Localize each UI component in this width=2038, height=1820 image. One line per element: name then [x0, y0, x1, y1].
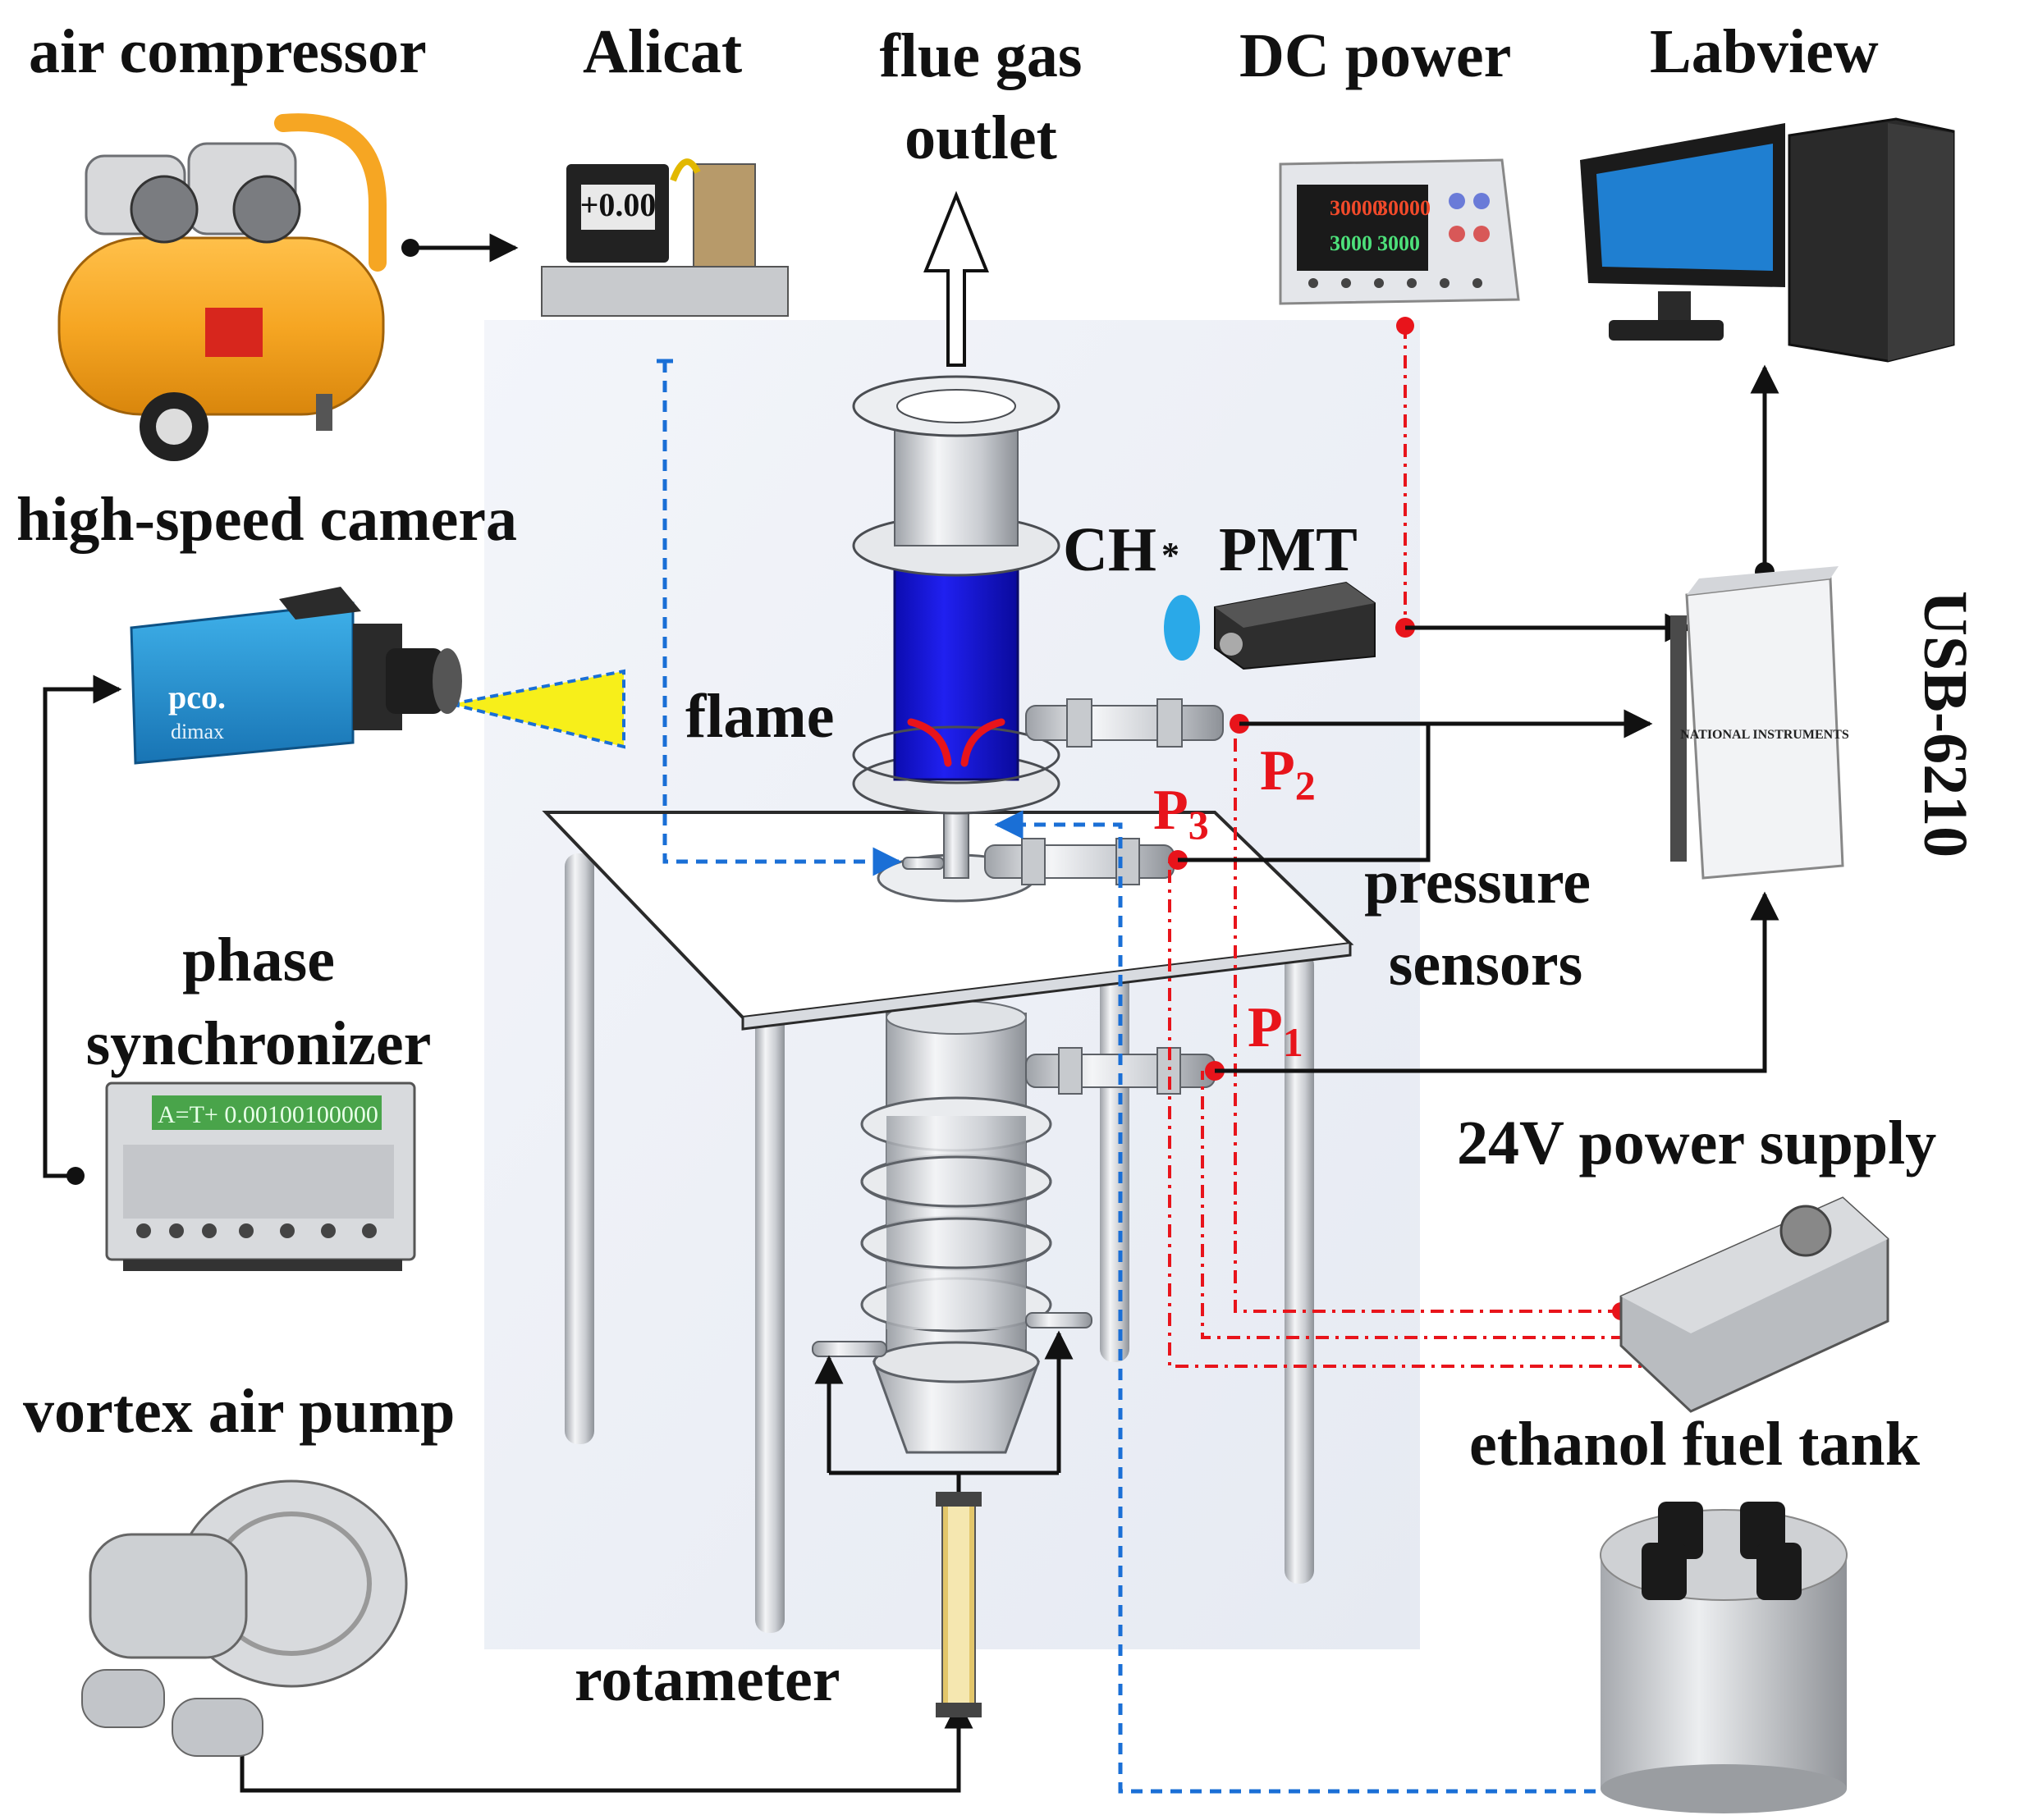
phase-synchronizer-label-line1: phase — [182, 926, 335, 995]
alicat-display-text: +0.00 — [580, 186, 657, 223]
ethanol-fuel-tank-label: ethanol fuel tank — [1469, 1410, 1921, 1479]
table-edge — [741, 944, 1352, 1031]
air-compressor-icon — [57, 113, 387, 461]
synchronizer-display-text: A=T+ 0.00100100000 — [158, 1101, 378, 1128]
ch-star-main: CH — [1063, 515, 1156, 584]
signal-lines — [1168, 364, 1779, 1081]
power-24v-label: 24V power supply — [1457, 1109, 1936, 1178]
dc-display-text: 30000 — [1377, 196, 1431, 220]
camera-model-text: dimax — [171, 720, 224, 743]
side-inlet — [1025, 1312, 1092, 1328]
high-speed-camera-label: high-speed camera — [16, 485, 517, 554]
p1-subscript: 1 — [1283, 1019, 1303, 1065]
labview-label: Labview — [1650, 17, 1879, 86]
table-leg — [1285, 952, 1314, 1584]
lower-flanges — [860, 1096, 1052, 1333]
flue-gas-outlet-label: outlet — [905, 103, 1057, 172]
pressure-sensor-icon — [984, 838, 1175, 885]
pmt-label: PMT — [1219, 515, 1358, 584]
dc-power-line — [1396, 317, 1414, 628]
pressure-sensors-label-line2: sensors — [1389, 930, 1582, 999]
dc-power-label: DC power — [1239, 21, 1511, 90]
flame-tube — [893, 556, 1019, 781]
table-leg — [755, 1009, 785, 1633]
rotameter-icon — [936, 1492, 982, 1717]
phase-synchronizer-icon: A=T+ 0.00100100000 — [105, 1081, 416, 1271]
flame-icon — [907, 718, 1005, 767]
air-supply-line — [401, 233, 519, 263]
high-speed-camera-icon: pco. dimax — [130, 587, 462, 765]
vortex-air-pump-icon — [81, 1479, 408, 1757]
switching-power-supply-icon — [1619, 1196, 1889, 1413]
mass-flow-controller-icon: +0.00 — [541, 158, 789, 317]
dc-display-text: 30000 — [1330, 196, 1383, 220]
table-leg — [565, 853, 594, 1444]
daq-module-icon: NATIONAL INSTRUMENTS — [1670, 566, 1849, 880]
side-inlet — [812, 1341, 887, 1357]
p1-main: P — [1248, 996, 1283, 1059]
pmt-filter — [1164, 595, 1200, 661]
alicat-label: Alicat — [583, 17, 742, 86]
p1-label: P1 — [1248, 996, 1303, 1065]
air-compressor-label: air compressor — [29, 17, 427, 86]
dc-power-supply-icon: 30000 30000 3000 3000 — [1279, 158, 1520, 305]
flame-label: flame — [685, 682, 834, 751]
vortex-air-pump-label: vortex air pump — [23, 1377, 455, 1446]
p3-label: P3 — [1153, 779, 1209, 848]
usb-6210-label: USB-6210 — [1911, 591, 1980, 857]
camera-brand-text: pco. — [168, 679, 226, 716]
ch-star-superscript: * — [1161, 535, 1179, 575]
trigger-line — [43, 674, 122, 1185]
pump-to-rotameter-line — [233, 1699, 973, 1793]
daq-brand-text: NATIONAL INSTRUMENTS — [1680, 728, 1849, 742]
ch-star-label: CH* — [1063, 515, 1179, 584]
camera-view-icon — [451, 669, 625, 749]
dc-display-text: 3000 — [1330, 231, 1372, 255]
p2-label: P2 — [1260, 739, 1316, 808]
computer-icon — [1580, 117, 1955, 363]
air-to-combustor-line — [657, 359, 902, 876]
outlet-arrow-icon — [923, 190, 989, 367]
fuel-tank-icon — [1600, 1502, 1848, 1813]
pmt-icon — [1164, 581, 1376, 670]
dc-display-text: 3000 — [1377, 231, 1420, 255]
flue-gas-label: flue gas — [880, 21, 1083, 90]
pressure-sensors-label-line1: pressure — [1364, 848, 1591, 917]
p2-subscript: 2 — [1295, 762, 1316, 808]
phase-synchronizer-label-line2: synchronizer — [86, 1009, 432, 1078]
p3-main: P — [1153, 779, 1188, 842]
table-leg — [1100, 944, 1129, 1362]
pressure-sensor-icon — [1025, 698, 1224, 748]
p3-subscript: 3 — [1188, 802, 1209, 848]
rotameter-label: rotameter — [575, 1645, 840, 1714]
p2-main: P — [1260, 739, 1295, 803]
